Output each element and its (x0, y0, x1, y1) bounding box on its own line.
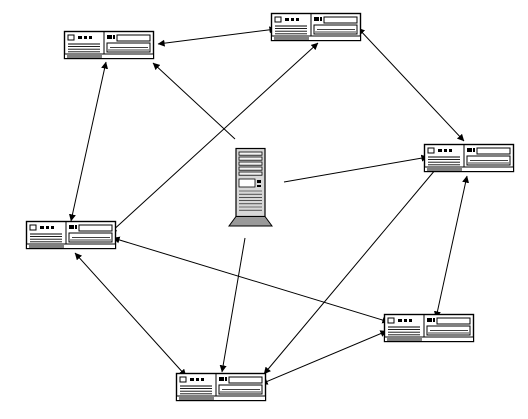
edge-desktop-right-to-desktop-lower-right (433, 175, 470, 319)
desktop-computer-icon (423, 143, 515, 173)
nodes (25, 12, 515, 402)
edge-desktop-left-to-desktop-bottom (74, 252, 187, 377)
edge-desktop-lower-right-to-desktop-bottom (260, 330, 388, 385)
desktop-computer-icon (383, 313, 475, 343)
desktop-computer-icon (175, 372, 267, 402)
edge-desktop-top-left-to-desktop-top-center (157, 26, 277, 47)
desktop-computer-icon (63, 30, 155, 60)
server-tower-icon (228, 147, 273, 227)
edge-desktop-top-center-to-desktop-right (357, 27, 465, 142)
edge-desktop-right-to-desktop-bottom (263, 162, 442, 375)
edge-desktop-top-center-to-desktop-left (109, 42, 319, 234)
desktop-computer-icon (25, 220, 117, 250)
desktop-computer-icon (270, 12, 362, 42)
edge-server-center-to-desktop-top-left (152, 62, 236, 140)
edge-desktop-top-left-to-desktop-left (69, 61, 108, 222)
edge-desktop-left-to-desktop-lower-right (112, 236, 390, 324)
edge-server-center-to-desktop-bottom (219, 237, 246, 373)
connections (69, 26, 470, 385)
edge-server-center-to-desktop-right (283, 154, 429, 183)
